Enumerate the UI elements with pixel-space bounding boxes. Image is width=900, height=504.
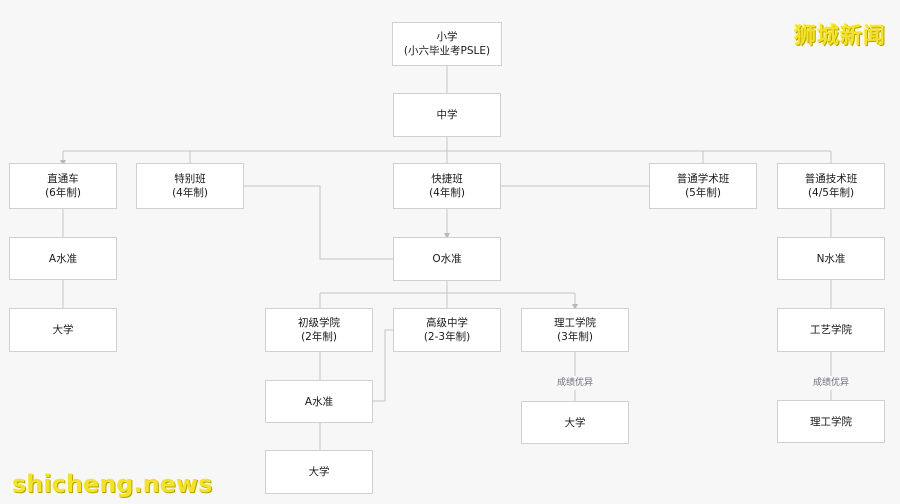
node-normal-technical-title: 普通技术班 [804,173,858,185]
node-university-1-title: 大学 [52,324,74,336]
node-high-school-duration: (2-3年制) [423,331,471,343]
brand-watermark: 狮城新闻 [793,24,886,49]
node-n-level-title: N水准 [816,252,846,265]
node-poly-2-title: 理工学院 [810,415,852,428]
node-special: 特别班 (4年制) [136,163,244,209]
edge-label-poly-to-university: 成绩优异 [556,378,593,388]
node-a-level-1: A水准 [9,237,117,280]
node-normal-academic-title: 普通学术班 [676,173,730,185]
node-poly: 理工学院 (3年制) [521,308,629,352]
node-primary-title: 小学 [436,31,458,43]
node-secondary: 中学 [393,93,501,137]
node-a-level-2: A水准 [265,380,373,423]
node-high-school-title: 高级中学 [426,317,468,329]
node-express-ip-title: 直通车 [47,173,79,185]
node-n-level: N水准 [777,237,885,280]
link-high-school-a-level [373,329,393,402]
node-primary-note: (小六毕业考PSLE) [403,45,491,57]
node-jc-duration: (2年制) [301,331,337,343]
node-jc: 初级学院 (2年制) [265,308,373,352]
node-normal-technical-duration: (4/5年制) [807,187,855,199]
node-high-school: 高级中学 (2-3年制) [393,308,501,352]
edge-label-ite-to-poly: 成绩优异 [812,378,849,388]
node-poly-duration: (3年制) [557,331,593,343]
node-express-ip: 直通车 (6年制) [9,163,117,209]
node-special-title: 特别班 [174,173,206,185]
node-poly-title: 理工学院 [554,317,596,329]
node-o-level-title: O水准 [432,253,462,265]
node-express-duration: (4年制) [429,187,465,199]
node-express-title: 快捷班 [431,173,463,185]
node-university-poly-title: 大学 [564,416,586,429]
node-university-poly: 大学 [521,401,629,444]
node-express: 快捷班 (4年制) [393,163,501,209]
node-ite: 工艺学院 [777,308,885,352]
node-a-level-2-title: A水准 [304,395,334,408]
node-normal-academic-duration: (5年制) [685,187,721,199]
node-primary: 小学 (小六毕业考PSLE) [392,22,502,66]
site-watermark: shicheng.news [12,470,213,498]
node-jc-title: 初级学院 [298,317,340,329]
node-ite-title: 工艺学院 [810,324,852,336]
node-poly-2: 理工学院 [777,400,885,443]
node-express-ip-duration: (6年制) [45,187,81,199]
node-a-level-1-title: A水准 [48,252,78,265]
link-special-o-level [244,185,393,260]
node-normal-academic: 普通学术班 (5年制) [649,163,757,209]
node-university-2-title: 大学 [308,466,330,478]
node-special-duration: (4年制) [172,187,208,199]
node-university-2: 大学 [265,450,373,494]
node-university-1: 大学 [9,308,117,352]
node-normal-technical: 普通技术班 (4/5年制) [777,163,885,209]
node-secondary-title: 中学 [436,109,458,121]
node-o-level: O水准 [393,237,501,281]
